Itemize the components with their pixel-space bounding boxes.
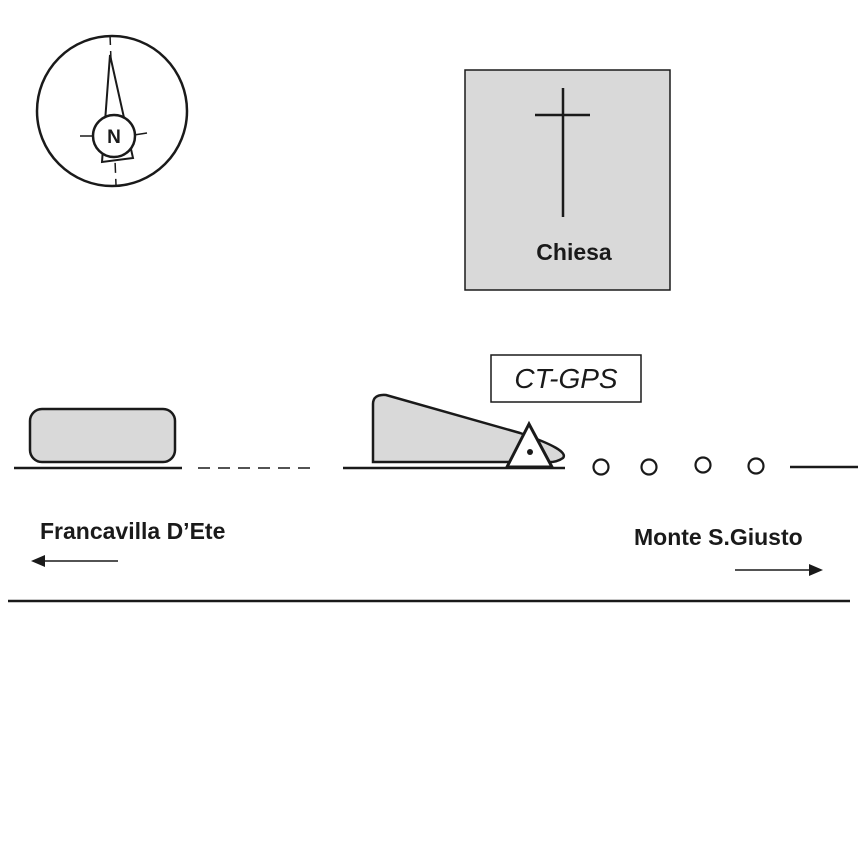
church-label: Chiesa xyxy=(536,239,612,265)
compass-north-letter: N xyxy=(107,127,121,148)
right-town-label: Monte S.Giusto xyxy=(634,524,803,550)
compass-hub xyxy=(91,113,137,159)
north-arrow-icon: N xyxy=(35,34,189,188)
church: Chiesa xyxy=(464,69,671,291)
church-building xyxy=(464,69,671,291)
wedge-structure xyxy=(371,393,566,464)
station-label: CT-GPS xyxy=(514,363,618,394)
ground-line-dotted xyxy=(592,456,765,476)
left-building xyxy=(28,407,177,464)
triangle-benchmark-icon xyxy=(504,420,555,469)
station-label-box: CT-GPS xyxy=(490,354,642,403)
right-arrow-icon xyxy=(735,564,823,576)
left-arrow-icon xyxy=(31,555,118,567)
cross-icon xyxy=(535,88,590,217)
compass-ring xyxy=(35,34,189,188)
left-town-label: Francavilla D’Ete xyxy=(40,518,225,544)
